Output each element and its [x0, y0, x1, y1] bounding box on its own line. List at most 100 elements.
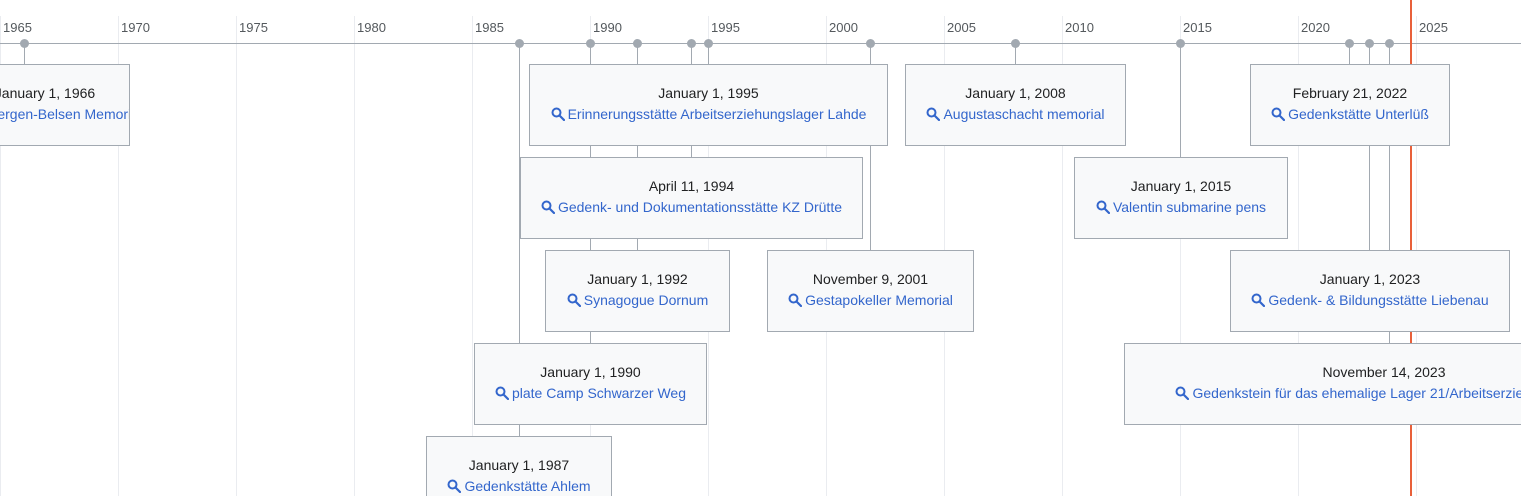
year-tick-label: 2000 — [829, 20, 858, 35]
search-icon — [567, 293, 581, 307]
event-title: Gedenkstein für das ehemalige Lager 21/A… — [1192, 385, 1521, 401]
event-marker-dot — [586, 39, 595, 48]
event-marker-dot — [1385, 39, 1394, 48]
year-tick-label: 2015 — [1183, 20, 1212, 35]
event-marker-dot — [1176, 39, 1185, 48]
event-title: Bergen-Belsen Memorial — [0, 106, 129, 122]
event-title-link[interactable]: Valentin submarine pens — [1096, 199, 1266, 216]
year-tick-label: 2005 — [947, 20, 976, 35]
event-date: January 1, 2023 — [1319, 271, 1421, 287]
year-tick-label: 1970 — [121, 20, 150, 35]
event-date: January 1, 1987 — [468, 457, 570, 473]
event-title-link[interactable]: Augustaschacht memorial — [926, 106, 1105, 123]
event-date: January 1, 1992 — [587, 271, 688, 287]
event-title-link[interactable]: Gedenk- und Dokumentationsstätte KZ Drüt… — [541, 199, 842, 216]
event-marker-dot — [687, 39, 696, 48]
event-title: Gedenkstätte Ahlem — [464, 478, 591, 494]
event-title-link[interactable]: Synagogue Dornum — [567, 292, 709, 309]
event-title-link[interactable]: Bergen-Belsen Memorial — [0, 106, 129, 123]
event-card: January 1, 1966Bergen-Belsen Memorial — [0, 64, 130, 146]
event-connector — [1369, 43, 1370, 250]
search-icon — [1271, 107, 1286, 121]
year-tick-label: 1965 — [3, 20, 32, 35]
event-connector — [1015, 43, 1016, 64]
event-title: Synagogue Dornum — [583, 292, 709, 308]
event-date: January 1, 1990 — [540, 364, 641, 380]
event-date: January 1, 1966 — [0, 85, 96, 101]
event-marker-dot — [1365, 39, 1374, 48]
year-tick-label: 1975 — [239, 20, 268, 35]
event-marker-dot — [1345, 39, 1354, 48]
event-marker-dot — [866, 39, 875, 48]
event-connector — [1180, 43, 1181, 157]
event-connector — [708, 43, 709, 64]
year-gridline — [472, 16, 473, 496]
search-icon — [1175, 386, 1190, 400]
year-tick-label: 2010 — [1065, 20, 1094, 35]
year-tick-label: 1985 — [475, 20, 504, 35]
year-gridline — [0, 16, 1, 496]
event-title: plate Camp Schwarzer Weg — [511, 385, 687, 401]
year-gridline — [1180, 16, 1181, 496]
event-title-link[interactable]: Gedenkstein für das ehemalige Lager 21/A… — [1175, 385, 1521, 402]
event-marker-dot — [1011, 39, 1020, 48]
event-date: November 14, 2023 — [1322, 364, 1446, 380]
search-icon — [495, 386, 509, 400]
event-connector — [1349, 43, 1350, 64]
event-title: Valentin submarine pens — [1112, 199, 1267, 215]
event-connector — [519, 43, 520, 436]
event-title-link[interactable]: plate Camp Schwarzer Weg — [495, 385, 686, 402]
event-card: January 1, 1990 plate Camp Schwarzer Weg — [474, 343, 707, 425]
search-icon — [447, 479, 462, 493]
year-gridline — [236, 16, 237, 496]
current-date-marker — [1410, 0, 1412, 496]
search-icon — [1251, 293, 1266, 307]
year-gridline — [1062, 16, 1063, 496]
search-icon — [541, 200, 555, 214]
event-connector — [1389, 43, 1390, 343]
event-date: April 11, 1994 — [648, 178, 735, 194]
year-tick-label: 1995 — [711, 20, 740, 35]
event-connector — [870, 43, 871, 250]
search-icon — [788, 293, 803, 307]
event-marker-dot — [704, 39, 713, 48]
event-date: November 9, 2001 — [812, 271, 929, 287]
event-title-link[interactable]: Gedenkstätte Unterlüß — [1271, 106, 1429, 123]
search-icon — [926, 107, 941, 121]
event-connector — [637, 43, 638, 250]
search-icon — [551, 107, 565, 121]
event-title: Gedenk- und Dokumentationsstätte KZ Drüt… — [557, 199, 843, 215]
year-tick-label: 2020 — [1301, 20, 1330, 35]
event-title-link[interactable]: Erinnerungsstätte Arbeitserziehungslager… — [551, 106, 867, 123]
axis-line — [0, 43, 1521, 44]
event-date: January 1, 2008 — [965, 85, 1066, 101]
event-title: Gedenk- & Bildungsstätte Liebenau — [1268, 292, 1489, 308]
event-date: January 1, 2015 — [1130, 178, 1232, 194]
event-title-link[interactable]: Gedenkstätte Ahlem — [447, 478, 591, 495]
event-title: Gestapokeller Memorial — [805, 292, 953, 308]
event-marker-dot — [633, 39, 642, 48]
event-connector — [24, 43, 25, 64]
year-tick-label: 1990 — [593, 20, 622, 35]
event-title-link[interactable]: Gestapokeller Memorial — [788, 292, 953, 309]
event-title: Augustaschacht memorial — [943, 106, 1105, 122]
event-marker-dot — [20, 39, 29, 48]
event-date: January 1, 1995 — [658, 85, 759, 101]
event-title-link[interactable]: Gedenk- & Bildungsstätte Liebenau — [1251, 292, 1489, 309]
event-date: February 21, 2022 — [1292, 85, 1408, 101]
year-tick-label: 1980 — [357, 20, 386, 35]
event-title: Erinnerungsstätte Arbeitserziehungslager… — [567, 106, 867, 122]
event-title: Gedenkstätte Unterlüß — [1288, 106, 1429, 122]
year-gridline — [118, 16, 119, 496]
